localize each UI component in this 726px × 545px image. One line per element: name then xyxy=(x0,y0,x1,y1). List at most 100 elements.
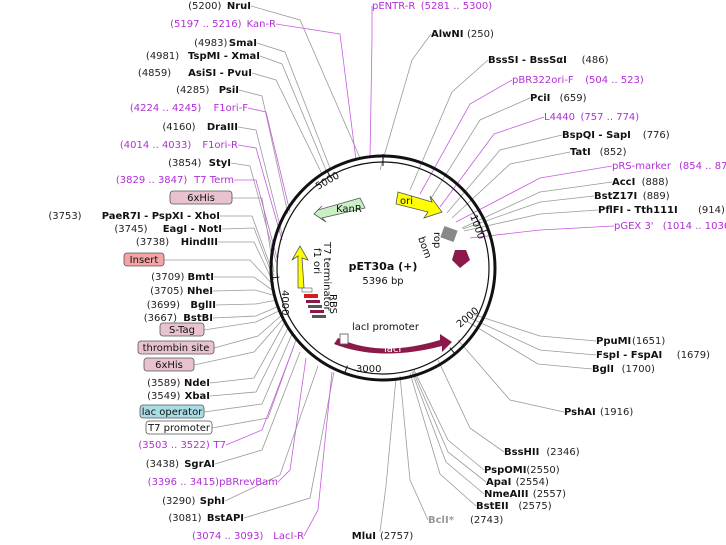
primer-range: (3074 .. 3093) xyxy=(192,531,264,542)
enzyme-name: TatI xyxy=(570,147,591,158)
enzyme-position: (1651) xyxy=(632,336,665,347)
enzyme-position: (4859) xyxy=(138,68,171,79)
primer-range: (1014 .. 1036) xyxy=(663,221,726,232)
primer-range: (4224 .. 4245) xyxy=(130,103,202,114)
boxed-feature: 6xHis xyxy=(169,190,233,205)
primer-name: LacI-R xyxy=(273,531,304,542)
enzyme-name: PaeR7I - PspXI - XhoI xyxy=(102,211,220,222)
primer-range: (757 .. 774) xyxy=(581,112,640,123)
enzyme-name: AsiSI - PvuI xyxy=(188,68,252,79)
enzyme-name: AccI xyxy=(612,177,635,188)
enzyme-position: (5200) xyxy=(188,1,221,12)
primer-range: (854 .. 873) xyxy=(679,161,726,172)
enzyme-position: (4983) xyxy=(194,38,227,49)
enzyme-position: (776) xyxy=(643,130,670,141)
enzyme-position: (2554) xyxy=(516,477,549,488)
boxed-feature: S-Tag xyxy=(159,322,205,337)
enzyme-position: (3438) xyxy=(146,459,179,470)
enzyme-position: (852) xyxy=(600,147,627,158)
primer-name: pENTR-R xyxy=(372,1,415,12)
boxed-feature: thrombin site xyxy=(137,340,215,355)
primer-name: T7 Term xyxy=(193,175,234,186)
enzyme-name: NruI xyxy=(227,1,251,12)
ring-tick xyxy=(344,365,348,374)
enzyme-name: PflFI - Tth111I xyxy=(598,205,678,216)
enzyme-name: BglII xyxy=(190,300,216,311)
boxed-feature-label: lac operator xyxy=(142,407,203,418)
enzyme-name: AlwNI xyxy=(431,29,464,40)
enzyme-position: (3290) xyxy=(162,496,195,507)
enzyme-name: XbaI xyxy=(185,391,210,402)
enzyme-name: HindIII xyxy=(181,237,218,248)
enzyme-position: (3854) xyxy=(168,158,201,169)
bottom-site-labels: MluI(2757)BclI*(2743) xyxy=(352,515,504,542)
boxed-feature-box xyxy=(139,404,205,419)
mcs-stripe xyxy=(304,294,318,298)
boxed-feature-box xyxy=(145,420,213,435)
enzyme-name: TspMI - XmaI xyxy=(188,51,260,62)
plasmid-name: pET30a (+) xyxy=(349,260,418,273)
rop-shape xyxy=(452,250,470,268)
primer-name: pGEX 3' xyxy=(614,221,654,232)
enzyme-name-noncutting: BclI* xyxy=(428,515,455,526)
enzyme-name: BssSI - BssSαI xyxy=(488,55,567,66)
mcs-stripe xyxy=(308,305,322,308)
t7term-label: T7 terminator xyxy=(321,241,332,312)
enzyme-name: StyI xyxy=(209,158,231,169)
primer-range: (3503 .. 3522) xyxy=(138,440,210,451)
mcs-stripe xyxy=(306,300,320,303)
enzyme-name: PspOMI xyxy=(484,465,526,476)
right-primer-labels: pENTR-R(5281 .. 5300)pBR322ori-F(504 .. … xyxy=(372,1,726,232)
enzyme-position: (3709) xyxy=(151,272,184,283)
enzyme-position: (3753) xyxy=(48,211,81,222)
ring-tick xyxy=(480,229,489,233)
ori-label: ori xyxy=(400,196,413,207)
enzyme-position: (4285) xyxy=(176,85,209,96)
primer-name: Kan-R xyxy=(247,19,276,30)
plasmid-size: 5396 bp xyxy=(362,276,403,287)
enzyme-position: (2550) xyxy=(526,465,559,476)
primer-range: (5281 .. 5300) xyxy=(421,1,493,12)
primer-range: (4014 .. 4033) xyxy=(120,140,192,151)
laci-promoter-label: lacI promoter xyxy=(352,322,420,333)
primer-name: pBRrevBam xyxy=(219,477,278,488)
enzyme-name: SmaI xyxy=(229,38,257,49)
enzyme-name: BglI xyxy=(592,364,614,375)
f1ori-arrow xyxy=(291,245,309,289)
boxed-feature-label: S-Tag xyxy=(169,325,195,336)
enzyme-name: BstEII xyxy=(476,501,509,512)
enzyme-position: (3589) xyxy=(147,378,180,389)
ring-tick xyxy=(449,347,456,355)
rop-label: rop xyxy=(431,232,442,248)
enzyme-name: BssHII xyxy=(504,447,539,458)
enzyme-position: (888) xyxy=(642,177,669,188)
left-enzyme-labels: NruI(5200)SmaI(4983)TspMI - XmaI(4981)As… xyxy=(48,1,260,524)
enzyme-name: NmeAIII xyxy=(484,489,528,500)
boxed-feature-box xyxy=(137,340,215,355)
enzyme-name: BstZ17I xyxy=(594,191,637,202)
enzyme-name: ApaI xyxy=(486,477,511,488)
enzyme-name: MluI xyxy=(352,531,376,542)
enzyme-position: (250) xyxy=(467,29,494,40)
enzyme-position: (3081) xyxy=(168,513,201,524)
laci-label: lacI xyxy=(384,344,401,355)
boxed-feature-box xyxy=(159,322,205,337)
enzyme-position: (2743) xyxy=(470,515,503,526)
enzyme-position: (486) xyxy=(582,55,609,66)
primer-leader-lines xyxy=(225,6,615,537)
boxed-feature: Insert xyxy=(123,252,165,267)
enzyme-name: NheI xyxy=(187,286,213,297)
bom-label: bom xyxy=(415,235,433,260)
ring-tick-label: 4000 xyxy=(279,290,290,315)
boxed-feature-label: 6xHis xyxy=(187,193,215,204)
boxed-feature-label: thrombin site xyxy=(143,343,210,354)
ring-tick-label: 5000 xyxy=(314,170,342,192)
enzyme-position: (3745) xyxy=(114,224,147,235)
enzyme-name: SphI xyxy=(200,496,225,507)
features: KanR ori rop bom lacI lacI promoter f1 o… xyxy=(291,191,470,355)
enzyme-position: (1679) xyxy=(677,350,710,361)
primer-range: (504 .. 523) xyxy=(585,75,644,86)
ori-arrow xyxy=(395,191,443,219)
